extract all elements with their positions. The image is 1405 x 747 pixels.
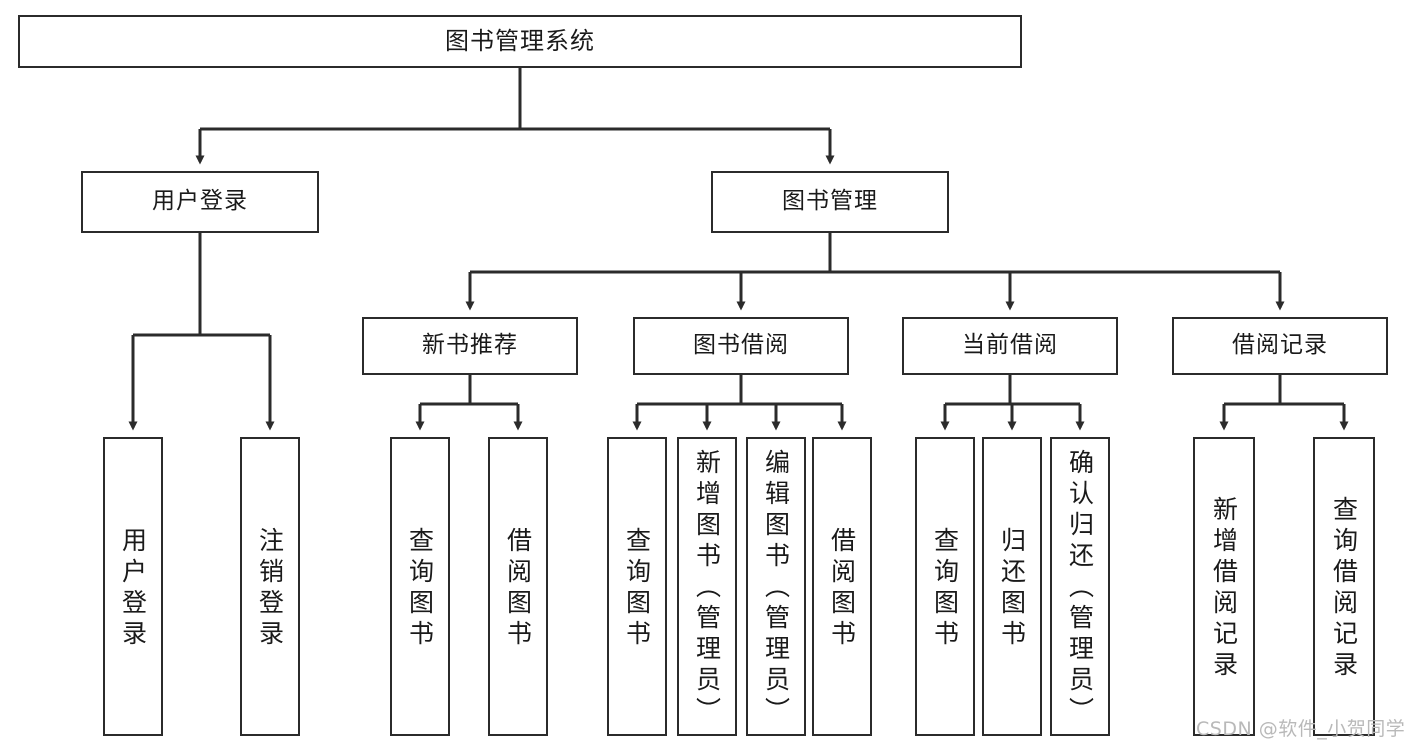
leaf-add-borrow-record[interactable]: 新增借阅记录 [1193,437,1255,736]
leaf-borrow-book-2[interactable]: 借阅图书 [812,437,872,736]
leaf-edit-book[interactable]: 编辑图书（管理员） [746,437,806,736]
leaf-add-book[interactable]: 新增图书（管理员） [677,437,737,736]
node-book-management[interactable]: 图书管理 [711,171,949,233]
leaf-query-book-1[interactable]: 查询图书 [390,437,450,736]
leaf-borrow-book-1[interactable]: 借阅图书 [488,437,548,736]
node-book-borrow[interactable]: 图书借阅 [633,317,849,375]
node-root[interactable]: 图书管理系统 [18,15,1022,68]
csdn-watermark: CSDN @软件_小贺同学 [1196,718,1405,740]
leaf-query-book-3[interactable]: 查询图书 [915,437,975,736]
node-user-login[interactable]: 用户登录 [81,171,319,233]
leaf-logout[interactable]: 注销登录 [240,437,300,736]
leaf-confirm-return[interactable]: 确认归还（管理员） [1050,437,1110,736]
leaf-user-login[interactable]: 用户登录 [103,437,163,736]
leaf-return-book[interactable]: 归还图书 [982,437,1042,736]
leaf-query-book-2[interactable]: 查询图书 [607,437,667,736]
leaf-query-borrow-record[interactable]: 查询借阅记录 [1313,437,1375,736]
node-current-borrow[interactable]: 当前借阅 [902,317,1118,375]
node-borrow-record[interactable]: 借阅记录 [1172,317,1388,375]
node-new-book-recommend[interactable]: 新书推荐 [362,317,578,375]
